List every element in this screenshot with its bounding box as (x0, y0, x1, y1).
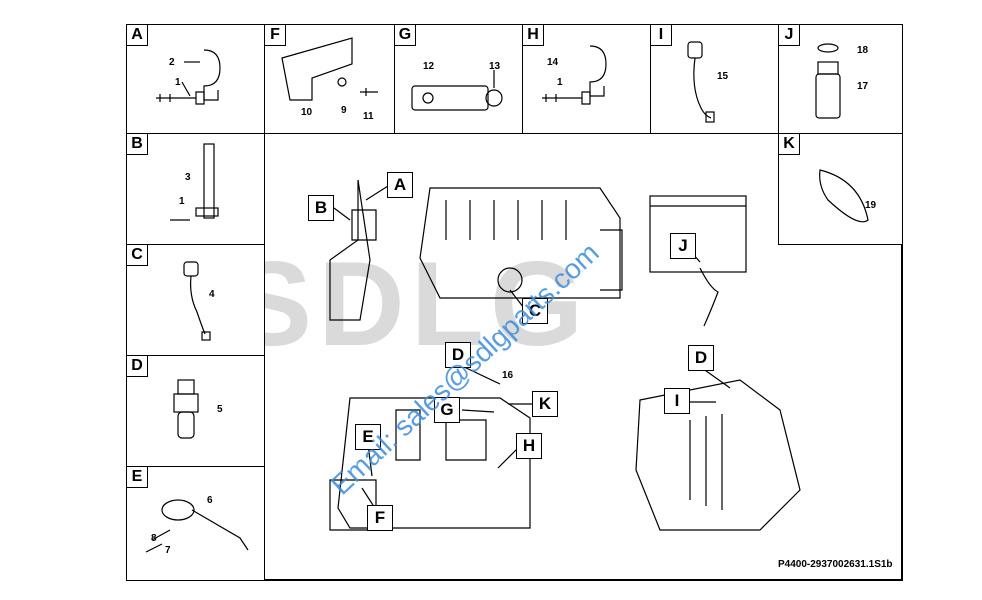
clamp-part (203, 49, 221, 101)
callout-k: K (532, 391, 558, 417)
part-number: 7 (165, 545, 171, 556)
panel-h-label: H (522, 24, 544, 46)
panel-h: H 14 1 (522, 24, 651, 134)
panel-i-label: I (650, 24, 672, 46)
part-number: 17 (857, 81, 869, 92)
part-number: 1 (179, 196, 185, 207)
part-number: 3 (185, 172, 191, 183)
panel-g-label: G (394, 24, 416, 46)
callout-a: A (387, 172, 413, 198)
part-number: 9 (341, 105, 347, 116)
part-number: 1 (175, 77, 181, 88)
callout-i: I (664, 388, 690, 414)
callout-d-engine: D (445, 342, 471, 368)
callout-g: G (434, 397, 460, 423)
panel-f-label: F (264, 24, 286, 46)
panel-c: C 4 (126, 244, 265, 356)
part-number: 12 (423, 61, 435, 72)
panel-a: A 2 1 (126, 24, 265, 134)
panel-d: D 5 (126, 355, 265, 467)
part-number: 18 (857, 45, 869, 56)
panel-g: G 12 13 (394, 24, 523, 134)
part-number: 11 (363, 111, 374, 122)
panel-e-label: E (126, 466, 148, 488)
panel-k-label: K (778, 133, 800, 155)
panel-j-label: J (778, 24, 800, 46)
callout-j: J (670, 233, 696, 259)
callout-f: F (367, 505, 393, 531)
panel-k: K 19 (778, 133, 903, 245)
part-number: 14 (547, 57, 559, 68)
panel-d-label: D (126, 355, 148, 377)
document-id: P4400-2937002631.1S1b (778, 559, 893, 570)
part-number: 19 (865, 200, 877, 211)
panel-b-label: B (126, 133, 148, 155)
part-number: 2 (169, 57, 175, 68)
part-number: 1 (557, 77, 563, 88)
panel-a-label: A (126, 24, 148, 46)
part-number: 13 (489, 61, 501, 72)
panel-e: E 6 8 7 (126, 466, 265, 581)
part-number: 6 (207, 495, 213, 506)
panel-c-label: C (126, 244, 148, 266)
part-number: 10 (301, 107, 313, 118)
part-number: 15 (717, 71, 729, 82)
callout-d-transmission: D (688, 345, 714, 371)
callout-b: B (308, 195, 334, 221)
part-number-16: 16 (502, 370, 514, 381)
callout-c: C (522, 298, 548, 324)
part-number: 4 (209, 289, 215, 300)
callout-h: H (516, 433, 542, 459)
panel-b: B 3 1 (126, 133, 265, 245)
part-number: 5 (217, 404, 223, 415)
callout-e: E (355, 424, 381, 450)
